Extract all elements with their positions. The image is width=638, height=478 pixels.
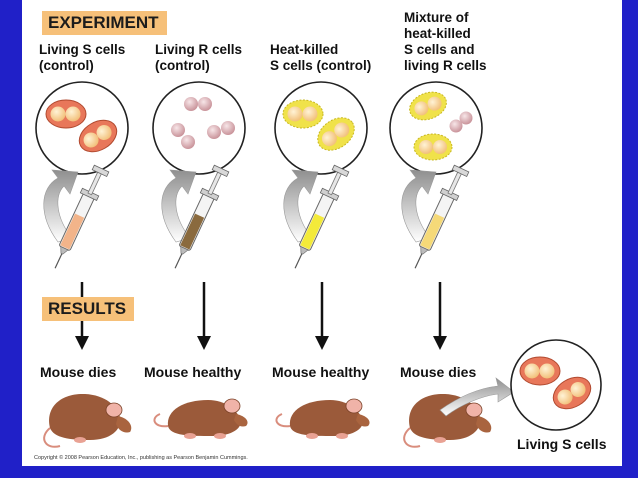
syringes bbox=[54, 164, 470, 269]
syringe bbox=[414, 164, 470, 269]
result-mixture: Mouse dies bbox=[400, 364, 477, 380]
result-living-r: Mouse healthy bbox=[144, 364, 242, 380]
transfer-arrows bbox=[43, 169, 437, 243]
petri-dish-living-s bbox=[35, 81, 129, 175]
label-line: S cells (control) bbox=[270, 58, 372, 73]
label-line: Living S cells bbox=[39, 42, 126, 57]
label-line: Mixture of bbox=[404, 10, 469, 25]
column-label-mixture: Mixture of heat-killed S cells and livin… bbox=[404, 10, 487, 74]
mouse-dead-2 bbox=[403, 393, 492, 448]
label-line: Living R cells bbox=[155, 42, 243, 57]
column-label-living-r: Living R cells (control) bbox=[155, 42, 242, 74]
petri-dish-living-r bbox=[152, 81, 246, 175]
mouse-healthy-1 bbox=[153, 398, 248, 439]
result-living-s: Mouse dies bbox=[40, 364, 117, 380]
label-line: living R cells bbox=[404, 58, 487, 73]
experiment-banner: EXPERIMENT bbox=[42, 11, 167, 35]
syringe bbox=[294, 164, 350, 269]
syringe bbox=[174, 164, 230, 269]
column-label-heat-killed: Heat-killed S cells (control) bbox=[270, 42, 371, 74]
outcome-label: Living S cells bbox=[517, 436, 607, 452]
petri-dish-outcome-living-s bbox=[510, 339, 602, 431]
label-line: (control) bbox=[39, 58, 94, 73]
petri-dish-heat-killed-s bbox=[274, 81, 368, 175]
results-banner: RESULTS bbox=[42, 297, 135, 321]
mouse-dead-1 bbox=[43, 393, 132, 448]
mouse-healthy-2 bbox=[275, 398, 370, 439]
label-line: (control) bbox=[155, 58, 210, 73]
copyright-notice: Copyright © 2008 Pearson Education, Inc.… bbox=[34, 455, 248, 461]
result-arrows bbox=[75, 282, 447, 350]
syringe bbox=[54, 164, 110, 269]
column-label-living-s: Living S cells (control) bbox=[39, 42, 125, 74]
petri-dish-mixture bbox=[389, 81, 483, 175]
s-cell-pair bbox=[78, 119, 118, 153]
result-heat-killed: Mouse healthy bbox=[272, 364, 370, 380]
label-line: heat-killed bbox=[404, 26, 471, 41]
label-line: Heat-killed bbox=[270, 42, 339, 57]
label-line: S cells and bbox=[404, 42, 475, 57]
s-cell-pair bbox=[45, 99, 87, 129]
